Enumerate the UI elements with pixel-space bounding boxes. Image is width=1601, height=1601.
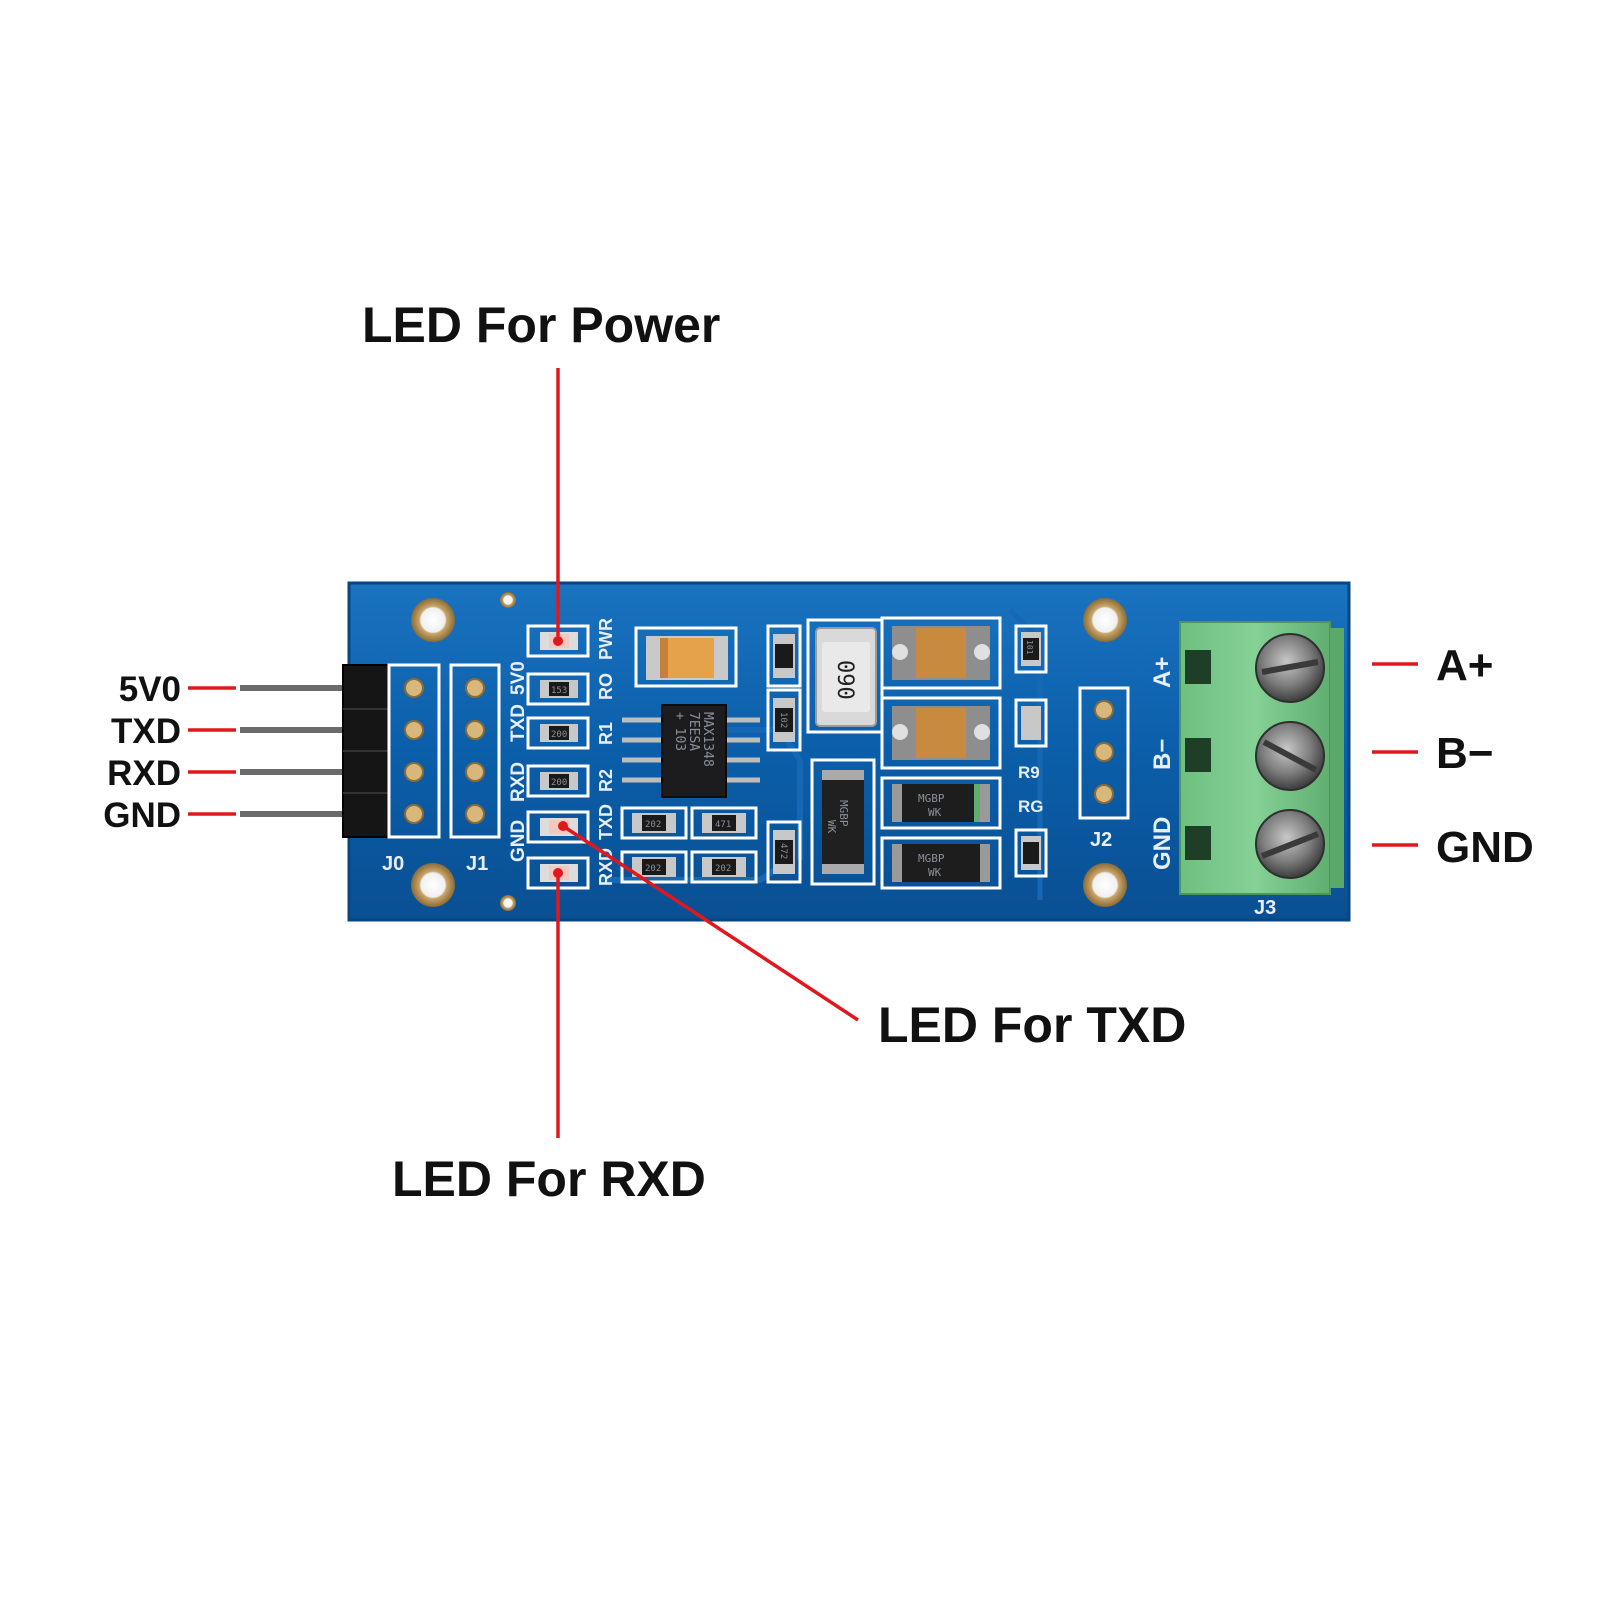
diode-label-1: MGBP — [918, 792, 945, 805]
silk-b-minus: B− — [1149, 739, 1176, 770]
ic-label-3: + 103 — [672, 712, 687, 751]
resistor-202c: 202 — [715, 864, 731, 874]
via-hole — [500, 592, 516, 608]
mounting-holes — [411, 592, 1127, 911]
screw-b — [1255, 721, 1325, 791]
screw-terminal-j3: J3 — [1179, 621, 1344, 919]
callout-led-rxd: LED For RXD — [392, 1151, 706, 1207]
diode-sub-2: WK — [928, 866, 942, 879]
smd-vertical-resistors: 102 472 — [766, 624, 802, 884]
inductor-label: 090 — [832, 660, 857, 700]
silk-gnd: GND — [508, 820, 529, 862]
silk-r9: R9 — [1018, 763, 1040, 782]
screw-a — [1255, 633, 1325, 703]
led-power — [553, 636, 563, 646]
silk-rxd: RXD — [508, 762, 529, 802]
tvs-label: MGBP — [837, 800, 850, 827]
resistor-202b: 202 — [645, 864, 661, 874]
label-j1: J1 — [466, 853, 488, 875]
smd-right-column: 101 R9 RG — [1014, 624, 1048, 878]
screw-gnd — [1255, 809, 1325, 879]
label-j0: J0 — [382, 853, 404, 875]
silk-pwr: PWR — [596, 618, 616, 660]
silk-txd2: TXD — [596, 804, 616, 840]
mounting-hole — [411, 598, 455, 642]
smd-row-bottom: 202 471 202 202 — [620, 806, 758, 884]
header-j1: J1 — [449, 663, 501, 875]
pin-label-rxd: RXD — [107, 754, 181, 793]
label-j2: J2 — [1090, 829, 1112, 851]
tvs-sub: WK — [825, 820, 838, 834]
callout-led-power: LED For Power — [362, 297, 720, 353]
diodes: MGBP WK MGBP WK — [880, 776, 1002, 890]
mounting-hole — [1083, 598, 1127, 642]
silk-r1: R1 — [596, 722, 616, 745]
mounting-hole — [411, 863, 455, 907]
inductor: 090 — [806, 618, 884, 734]
left-pin-labels: 5V0 TXD RXD GND — [103, 670, 181, 835]
silk-txd: TXD — [508, 704, 529, 742]
pin-label-5v0: 5V0 — [119, 670, 181, 709]
tantalum-capacitor — [634, 626, 738, 688]
tvs-diode: MGBP WK — [810, 758, 876, 886]
rs485-ic: MAX1348 7EESA + 103 — [622, 704, 760, 798]
label-j3: J3 — [1254, 897, 1276, 919]
resistor-471a: 471 — [715, 820, 731, 830]
diode-label-2: MGBP — [918, 852, 945, 865]
ic-label-1: MAX1348 — [700, 712, 715, 767]
ic-label-2: 7EESA — [686, 712, 701, 751]
silk-rg: RG — [1018, 797, 1044, 816]
silk-5v0: 5V0 — [508, 661, 529, 695]
fuses — [880, 616, 1002, 770]
header-j0: J0 — [240, 663, 441, 875]
pin-label-txd: TXD — [111, 712, 181, 751]
via-hole — [500, 895, 516, 911]
silk-gnd-term: GND — [1149, 817, 1176, 870]
resistor-472: 472 — [778, 843, 788, 859]
resistor-200b: 200 — [551, 778, 567, 788]
callout-led-txd: LED For TXD — [878, 997, 1186, 1053]
silk-vertical-left: 5V0 TXD RXD GND — [508, 661, 529, 862]
leader-txd — [562, 824, 859, 1022]
resistor-202a: 202 — [645, 820, 661, 830]
diode-sub-1: WK — [928, 806, 942, 819]
silk-r2: R2 — [596, 769, 616, 792]
resistor-102: 102 — [778, 712, 788, 728]
silk-a-plus: A+ — [1149, 657, 1176, 688]
header-j2: J2 — [1078, 686, 1130, 851]
pin-label-gnd: GND — [103, 796, 181, 835]
right-terminal-labels: A+ B− GND — [1436, 641, 1534, 872]
resistor-101: 101 — [1025, 640, 1034, 655]
silk-terminal: A+ B− GND — [1149, 657, 1176, 870]
silk-ro: RO — [596, 673, 616, 700]
terminal-label-b: B− — [1436, 729, 1493, 778]
resistor-200a: 200 — [551, 730, 567, 740]
mounting-hole — [1083, 863, 1127, 907]
terminal-label-a: A+ — [1436, 641, 1493, 690]
leader-lines — [188, 368, 1418, 1138]
terminal-label-gnd: GND — [1436, 823, 1534, 872]
resistor-153: 153 — [551, 686, 567, 696]
